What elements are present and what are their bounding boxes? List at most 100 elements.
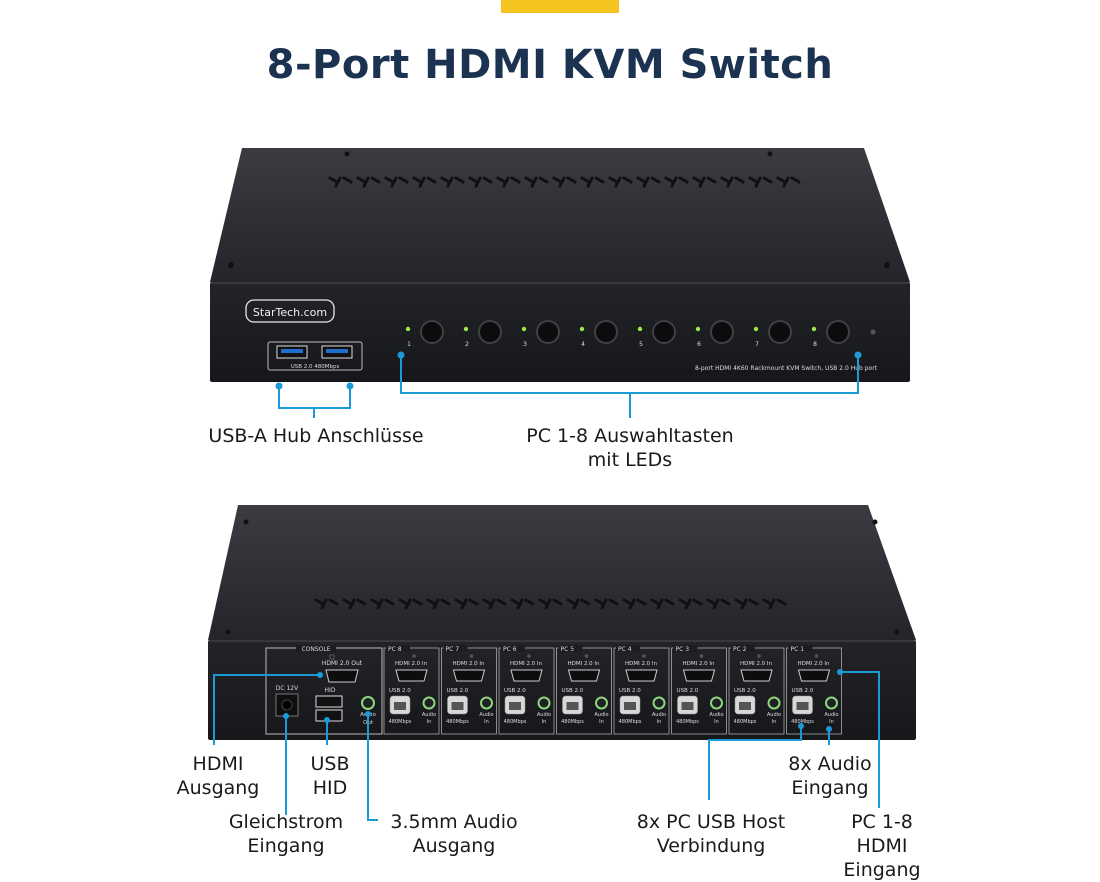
model-text: 8-port HDMI 4K60 Rackmount KVM Switch, U… xyxy=(695,365,878,372)
led-3 xyxy=(521,326,527,332)
svg-text:480Mbps: 480Mbps xyxy=(504,719,527,725)
svg-text:In: In xyxy=(772,719,777,725)
page-title: 8-Port HDMI KVM Switch xyxy=(266,42,834,88)
svg-text:480Mbps: 480Mbps xyxy=(734,719,757,725)
hdmi-in-port xyxy=(625,669,658,682)
port-number-2: 2 xyxy=(465,341,469,348)
svg-text:In: In xyxy=(542,719,547,725)
audio-in-jack xyxy=(710,696,723,710)
svg-text:USB 2.0: USB 2.0 xyxy=(389,688,411,694)
svg-text:HDMI 2.0 In: HDMI 2.0 In xyxy=(567,661,600,667)
svg-text:USB 2.0: USB 2.0 xyxy=(562,688,584,694)
pc-label: PC 4 xyxy=(618,646,632,653)
led-7 xyxy=(753,326,759,332)
hdmi-in-port xyxy=(567,669,601,682)
pc-label: PC 5 xyxy=(561,646,575,653)
select-button-2 xyxy=(478,320,502,344)
pc-label: PC 6 xyxy=(503,646,517,653)
hdmi-in-port xyxy=(740,669,773,682)
port-number-4: 4 xyxy=(581,341,585,348)
svg-text:Audio: Audio xyxy=(537,712,551,718)
logo-frame xyxy=(245,299,335,323)
audio-out-jack xyxy=(361,696,375,710)
port-number-7: 7 xyxy=(755,341,759,348)
svg-text:480Mbps: 480Mbps xyxy=(446,719,469,725)
audio-in-jack xyxy=(537,696,551,710)
audio-in-jack xyxy=(422,696,436,710)
svg-text:480Mbps: 480Mbps xyxy=(676,719,699,725)
led-4 xyxy=(579,326,585,332)
svg-text:480Mbps: 480Mbps xyxy=(561,719,584,725)
select-button-6 xyxy=(710,320,734,344)
svg-text:USB 2.0: USB 2.0 xyxy=(677,688,699,694)
svg-text:Audio: Audio xyxy=(767,712,781,718)
svg-text:HDMI 2.0 In: HDMI 2.0 In xyxy=(740,661,773,667)
svg-text:Audio: Audio xyxy=(709,712,723,718)
port-number-3: 3 xyxy=(523,341,527,348)
pc-label: PC 2 xyxy=(733,646,747,653)
led-5 xyxy=(637,326,643,332)
console-label: CONSOLE xyxy=(301,646,330,653)
usb-caption: USB 2.0 480Mbps xyxy=(291,364,340,370)
audio-in-jack xyxy=(652,696,666,710)
svg-text:HDMI 2.0 In: HDMI 2.0 In xyxy=(682,661,715,667)
callout-lines xyxy=(213,356,880,821)
svg-text:HDMI 2.0 In: HDMI 2.0 In xyxy=(625,661,658,667)
hdmi-in-port xyxy=(510,669,543,682)
hdmi-in-port xyxy=(452,669,486,682)
svg-text:In: In xyxy=(427,719,432,725)
select-button-7 xyxy=(768,320,792,344)
pc-label: PC 3 xyxy=(676,646,690,653)
svg-text:USB 2.0: USB 2.0 xyxy=(447,688,469,694)
svg-text:HDMI 2.0 In: HDMI 2.0 In xyxy=(510,661,543,667)
pc-label: PC 1 xyxy=(791,646,805,653)
svg-text:In: In xyxy=(484,719,489,725)
led-1 xyxy=(405,326,411,332)
svg-text:480Mbps: 480Mbps xyxy=(619,719,642,725)
svg-text:USB 2.0: USB 2.0 xyxy=(619,688,641,694)
led-2 xyxy=(463,326,469,332)
svg-text:Audio: Audio xyxy=(479,712,493,718)
hid-label: HID xyxy=(325,687,336,694)
back-unit: CONSOLE HDMI 2.0 Out HID DC 12V Audio Ou… xyxy=(208,505,916,740)
svg-text:480Mbps: 480Mbps xyxy=(389,719,412,725)
port-number-6: 6 xyxy=(697,341,701,348)
led-8 xyxy=(811,326,817,332)
hdmi-out-port xyxy=(325,669,359,683)
hdmi-in-port xyxy=(395,669,428,682)
hdmi-in-port xyxy=(797,669,831,682)
select-button-1 xyxy=(420,320,444,344)
select-button-4 xyxy=(594,320,618,344)
accent-bar xyxy=(501,0,619,13)
svg-text:Audio: Audio xyxy=(594,712,608,718)
svg-text:In: In xyxy=(714,719,719,725)
svg-text:HDMI 2.0 In: HDMI 2.0 In xyxy=(797,661,830,667)
hdmi-in-port xyxy=(682,669,716,682)
svg-text:Audio: Audio xyxy=(422,712,436,718)
usb-hid-port-1 xyxy=(315,695,343,708)
port-number-5: 5 xyxy=(639,341,643,348)
port-number-1: 1 xyxy=(407,341,411,348)
svg-text:Audio: Audio xyxy=(824,712,838,718)
select-button-8 xyxy=(826,320,850,344)
svg-text:USB 2.0: USB 2.0 xyxy=(792,688,814,694)
svg-text:In: In xyxy=(829,719,834,725)
audio-in-jack xyxy=(595,696,608,710)
svg-text:HDMI 2.0 In: HDMI 2.0 In xyxy=(452,661,485,667)
led-6 xyxy=(695,326,701,332)
pc-label: PC 8 xyxy=(388,646,402,653)
select-button-3 xyxy=(536,320,560,344)
svg-text:Audio: Audio xyxy=(652,712,666,718)
svg-text:In: In xyxy=(599,719,604,725)
svg-text:480Mbps: 480Mbps xyxy=(791,719,814,725)
